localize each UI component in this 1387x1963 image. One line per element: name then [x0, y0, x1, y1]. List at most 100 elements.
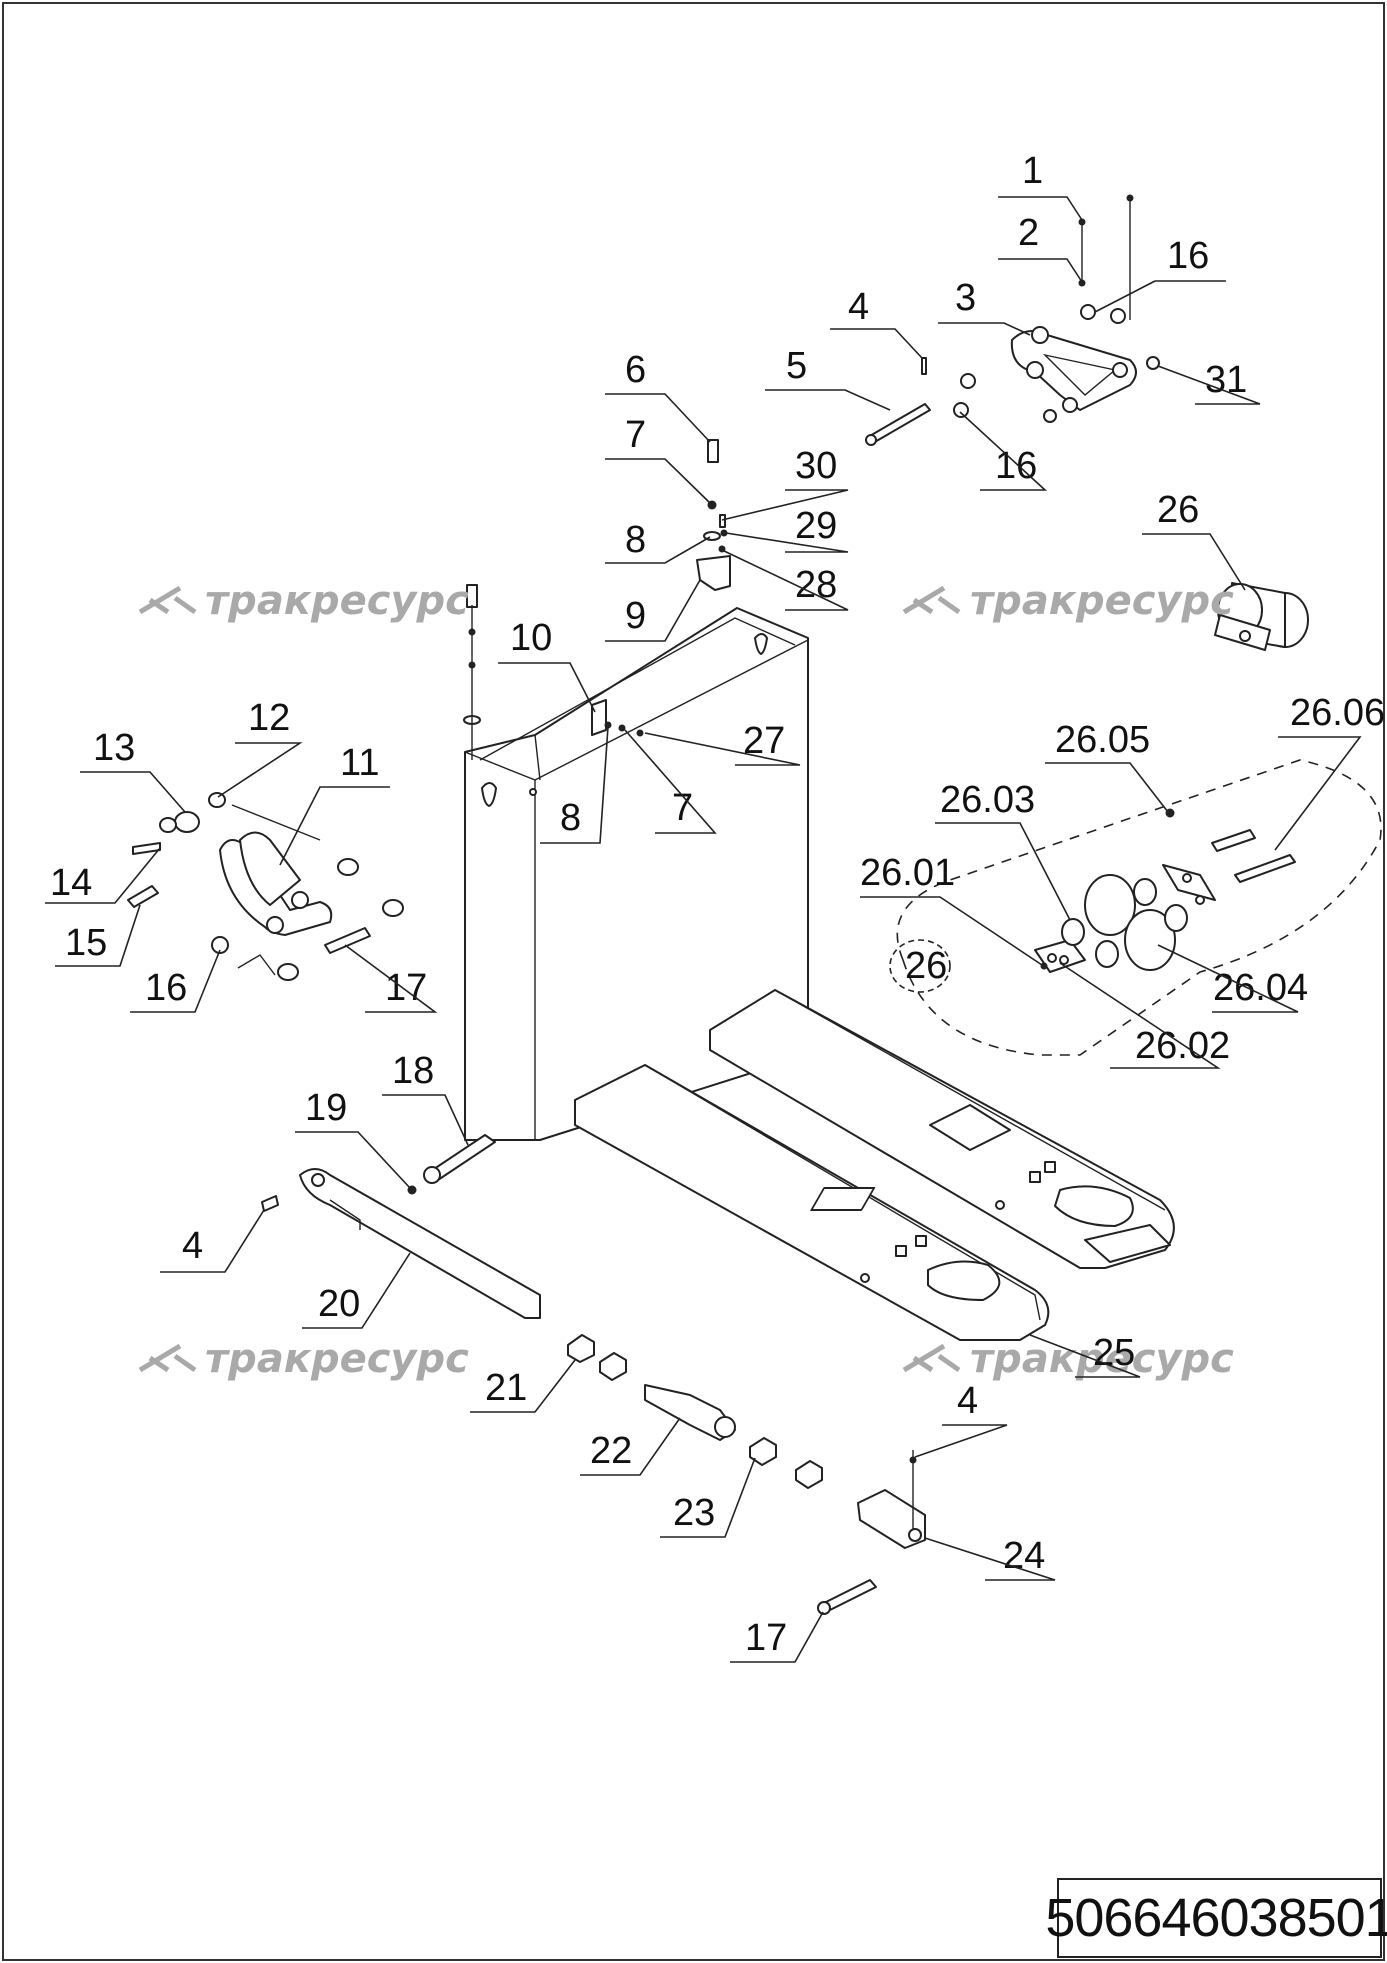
callout-19: 19 — [295, 1087, 411, 1189]
callout-7-frame: 7 — [624, 729, 717, 834]
callout-24: 24 — [924, 1535, 1056, 1581]
svg-text:15: 15 — [65, 922, 107, 964]
svg-text:13: 13 — [93, 727, 135, 769]
watermark-top-left: тракресурс — [138, 578, 469, 624]
svg-text:16: 16 — [995, 445, 1037, 487]
svg-text:тракресурс: тракресурс — [970, 578, 1234, 624]
svg-text:3: 3 — [955, 277, 976, 319]
callout-15: 15 — [55, 904, 141, 967]
callout-16-top: 16 — [1094, 235, 1226, 313]
svg-text:31: 31 — [1205, 359, 1247, 401]
svg-text:12: 12 — [248, 697, 290, 739]
roller-26 — [1214, 582, 1309, 651]
callout-17-left: 17 — [344, 944, 438, 1013]
svg-text:26: 26 — [1157, 489, 1199, 531]
svg-text:26.05: 26.05 — [1055, 719, 1150, 761]
svg-text:4: 4 — [848, 286, 869, 328]
document-number-box: 506646038501 — [1045, 1878, 1387, 1958]
svg-text:5: 5 — [786, 345, 807, 387]
callout-16-mid: 16 — [959, 411, 1048, 491]
callout-31: 31 — [1157, 359, 1261, 405]
svg-text:тракресурс: тракресурс — [205, 578, 469, 624]
svg-text:9: 9 — [625, 595, 646, 637]
callout-26-05: 26.05 — [1045, 719, 1169, 813]
document-number: 506646038501 — [1045, 1888, 1387, 1948]
callout-26-top: 26 — [1142, 489, 1246, 591]
svg-text:тракресурс: тракресурс — [970, 1336, 1234, 1382]
center-hardware — [696, 439, 731, 591]
callout-4-top: 4 — [830, 286, 923, 359]
svg-text:26.03: 26.03 — [940, 779, 1035, 821]
watermark-bottom-left: тракресурс — [138, 1336, 469, 1382]
callout-26-02: 26.02 — [1059, 962, 1230, 1069]
callout-11: 11 — [279, 742, 390, 866]
callout-4-bottom: 4 — [914, 1380, 1008, 1458]
svg-text:28: 28 — [795, 564, 837, 606]
svg-text:26.02: 26.02 — [1135, 1025, 1230, 1067]
callout-7-top: 7 — [605, 414, 711, 504]
callout-4-left: 4 — [160, 1209, 265, 1273]
svg-text:27: 27 — [743, 720, 785, 762]
watermark-top-right: тракресурс — [902, 578, 1234, 624]
mast-frame — [464, 607, 809, 1141]
svg-text:19: 19 — [305, 1087, 347, 1129]
callout-26-group: 26 — [889, 939, 951, 993]
svg-text:17: 17 — [745, 1617, 787, 1659]
svg-text:14: 14 — [50, 862, 92, 904]
svg-text:4: 4 — [182, 1225, 203, 1267]
svg-text:29: 29 — [795, 505, 837, 547]
callout-12: 12 — [217, 697, 303, 798]
callout-30: 30 — [721, 445, 849, 521]
callout-6: 6 — [605, 349, 711, 443]
svg-text:17: 17 — [385, 967, 427, 1009]
callout-25: 25 — [1029, 1332, 1141, 1378]
svg-text:2: 2 — [1018, 212, 1039, 254]
svg-text:26: 26 — [905, 945, 947, 987]
svg-text:26.01: 26.01 — [860, 852, 955, 894]
callout-27: 27 — [644, 720, 801, 766]
svg-text:10: 10 — [510, 617, 552, 659]
svg-text:26.04: 26.04 — [1213, 967, 1308, 1009]
fork-right — [709, 989, 1175, 1269]
callout-26-01: 26.01 — [860, 852, 1043, 966]
svg-text:1: 1 — [1022, 150, 1043, 192]
svg-text:21: 21 — [485, 1367, 527, 1409]
callout-20: 20 — [302, 1252, 411, 1329]
callout-22: 22 — [580, 1417, 681, 1476]
callout-29: 29 — [725, 505, 849, 553]
callout-26-06: 26.06 — [1274, 692, 1385, 851]
roller-exploded — [896, 759, 1382, 1056]
svg-text:30: 30 — [795, 445, 837, 487]
callout-14: 14 — [45, 847, 161, 904]
callout-26-04: 26.04 — [1157, 944, 1308, 1013]
callout-23: 23 — [660, 1457, 756, 1538]
svg-text:16: 16 — [145, 967, 187, 1009]
callout-8-top: 8 — [605, 519, 711, 564]
left-bolt-stack — [463, 584, 481, 760]
svg-text:18: 18 — [392, 1050, 434, 1092]
callout-16-left: 16 — [130, 949, 221, 1013]
handle-bracket — [865, 194, 1160, 446]
callout-18: 18 — [382, 1050, 469, 1146]
callout-10: 10 — [498, 617, 596, 713]
callout-17-bottom: 17 — [730, 1611, 824, 1663]
callout-1: 1 — [998, 150, 1083, 221]
callout-9: 9 — [605, 579, 701, 642]
svg-text:23: 23 — [673, 1492, 715, 1534]
callout-26-03: 26.03 — [935, 779, 1071, 921]
callout-21: 21 — [470, 1359, 576, 1413]
callout-13: 13 — [80, 727, 186, 813]
svg-text:тракресурс: тракресурс — [205, 1336, 469, 1382]
callout-8-frame: 8 — [540, 726, 609, 844]
svg-text:6: 6 — [625, 349, 646, 391]
svg-text:8: 8 — [560, 797, 581, 839]
watermark-bottom-right: тракресурс — [902, 1336, 1234, 1382]
svg-text:7: 7 — [625, 414, 646, 456]
svg-text:4: 4 — [957, 1380, 978, 1422]
lever-assembly — [127, 792, 404, 981]
svg-text:20: 20 — [318, 1283, 360, 1325]
svg-text:22: 22 — [590, 1430, 632, 1472]
fork-left — [574, 1064, 1050, 1341]
